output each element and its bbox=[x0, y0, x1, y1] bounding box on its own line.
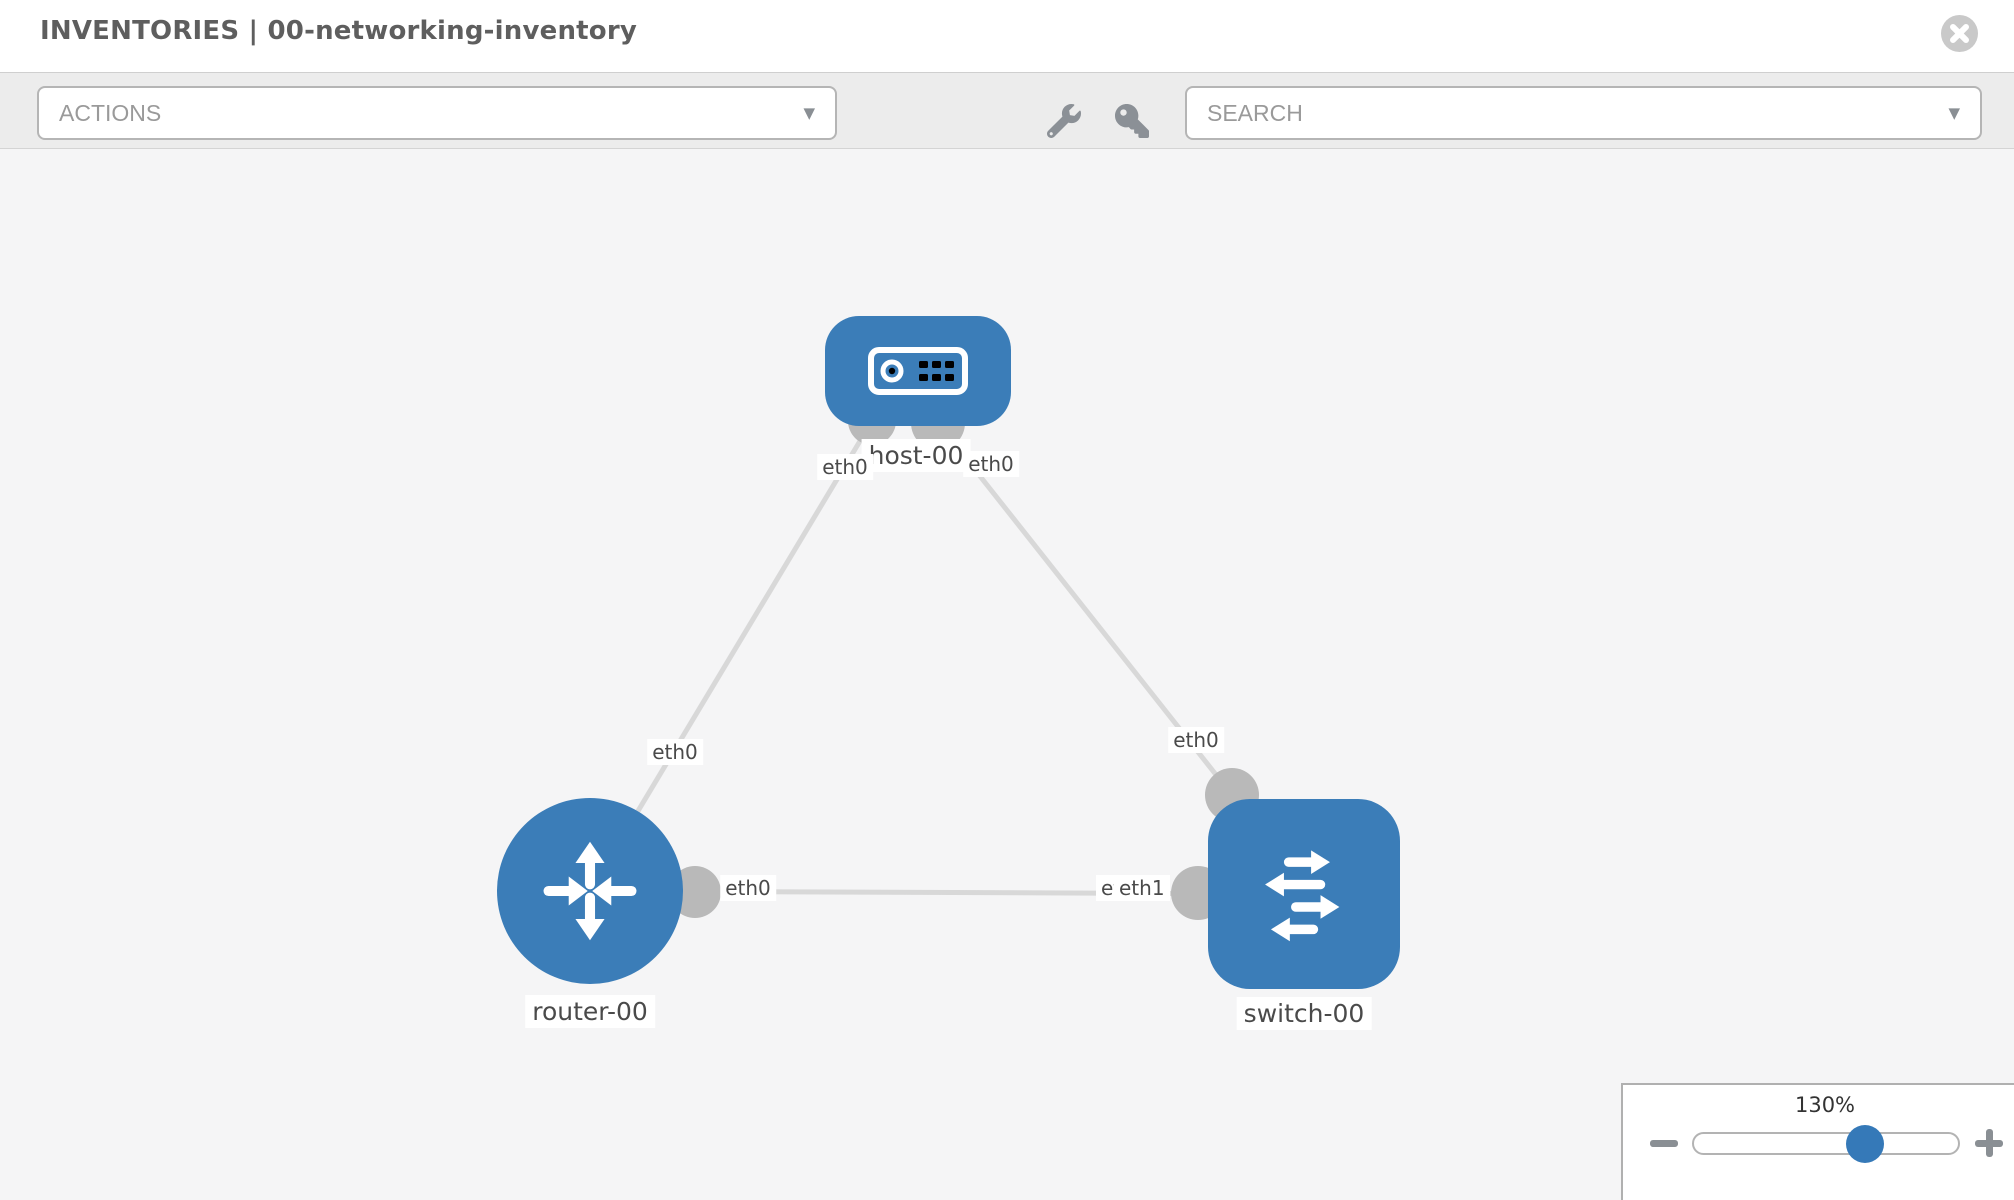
interface-label: eth0 bbox=[817, 454, 873, 480]
zoom-slider-handle[interactable] bbox=[1846, 1125, 1884, 1163]
interface-label: eth0 bbox=[1168, 727, 1224, 753]
zoom-slider[interactable] bbox=[1692, 1132, 1960, 1155]
host-icon bbox=[868, 347, 968, 395]
key-button[interactable] bbox=[1108, 97, 1156, 145]
key-icon bbox=[1115, 104, 1149, 138]
node-router-00[interactable] bbox=[497, 798, 683, 984]
node-switch-00[interactable] bbox=[1208, 799, 1400, 989]
zoom-in-button[interactable] bbox=[1975, 1129, 2003, 1157]
interface-label: eth0 bbox=[720, 875, 776, 901]
switch-icon bbox=[1265, 850, 1340, 942]
interface-label: eth1 bbox=[1114, 875, 1170, 901]
zoom-panel: 130% bbox=[1621, 1083, 2014, 1200]
wrench-button[interactable] bbox=[1040, 97, 1088, 145]
wrench-icon bbox=[1047, 104, 1081, 138]
search-dropdown[interactable]: SEARCH ▼ bbox=[1185, 86, 1982, 140]
header: INVENTORIES | 00-networking-inventory bbox=[0, 0, 2014, 72]
topology-canvas[interactable]: host-00 router-00 switch-00 eth0 eth0 et… bbox=[0, 149, 2014, 1200]
node-label-switch: switch-00 bbox=[1236, 997, 1372, 1030]
actions-dropdown-label: ACTIONS bbox=[59, 99, 162, 126]
chevron-down-icon: ▼ bbox=[1948, 104, 1960, 122]
actions-dropdown[interactable]: ACTIONS ▼ bbox=[37, 86, 837, 140]
toolbar: ACTIONS ▼ SEARCH ▼ bbox=[0, 72, 2014, 149]
close-button[interactable] bbox=[1941, 15, 1978, 52]
zoom-level: 130% bbox=[1794, 1093, 1856, 1117]
node-host-00[interactable] bbox=[825, 316, 1011, 426]
node-label-host: host-00 bbox=[861, 439, 971, 472]
zoom-out-button[interactable] bbox=[1650, 1140, 1678, 1147]
page-title: INVENTORIES | 00-networking-inventory bbox=[40, 16, 638, 46]
search-dropdown-label: SEARCH bbox=[1207, 99, 1303, 126]
close-icon bbox=[1950, 24, 1969, 43]
interface-label: eth0 bbox=[647, 739, 703, 765]
topology-links-layer bbox=[587, 396, 1305, 920]
node-label-router: router-00 bbox=[525, 995, 655, 1028]
chevron-down-icon: ▼ bbox=[803, 104, 815, 122]
interface-label: eth0 bbox=[963, 451, 1019, 477]
plus-icon bbox=[1986, 1129, 1993, 1157]
router-icon bbox=[543, 841, 637, 941]
